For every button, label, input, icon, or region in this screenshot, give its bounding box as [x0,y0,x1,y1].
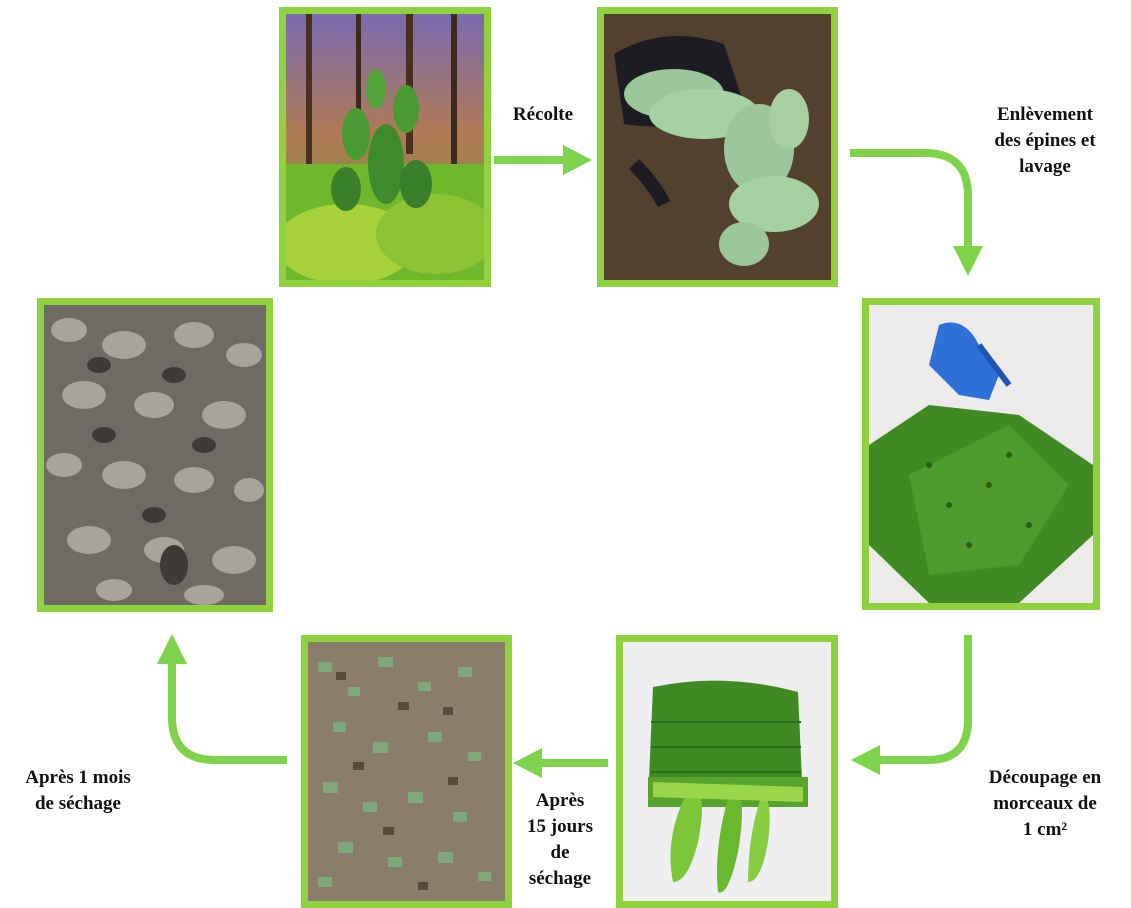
cactus-pads-on-bag-icon [604,14,831,280]
dried-pieces-icon [44,305,266,605]
photo-pad-handling [862,298,1100,610]
label-apres-15-jours: Après 15 jours de séchage [510,788,610,892]
arrowhead-enlevement [953,246,983,276]
label-recolte: Récolte [497,102,589,128]
photo-drying-15-days [301,635,512,908]
arrowhead-1-mois [157,634,187,664]
photo-harvested-pads [597,7,838,287]
photo-dried-1-month [37,298,273,612]
drying-pieces-icon [308,642,505,901]
arrowhead-decoupage [851,745,880,775]
label-enlevement: Enlèvement des épines et lavage [960,102,1130,180]
photo-cut-pieces [616,635,838,908]
arrow-decoupage [878,635,968,760]
arrow-1-mois [172,662,287,760]
arrow-enlevement [850,153,968,248]
label-decoupage: Découpage en morceaux de 1 cm² [960,765,1130,843]
arrowhead-15-jours [513,748,542,778]
arrowhead-recolte [563,145,592,175]
gloved-hand-cactus-pad-icon [869,305,1093,603]
label-apres-1-mois: Après 1 mois de séchage [0,765,156,817]
cactus-plant-icon [286,14,484,280]
photo-cactus-field [279,7,491,287]
cut-cactus-pieces-icon [623,642,831,901]
